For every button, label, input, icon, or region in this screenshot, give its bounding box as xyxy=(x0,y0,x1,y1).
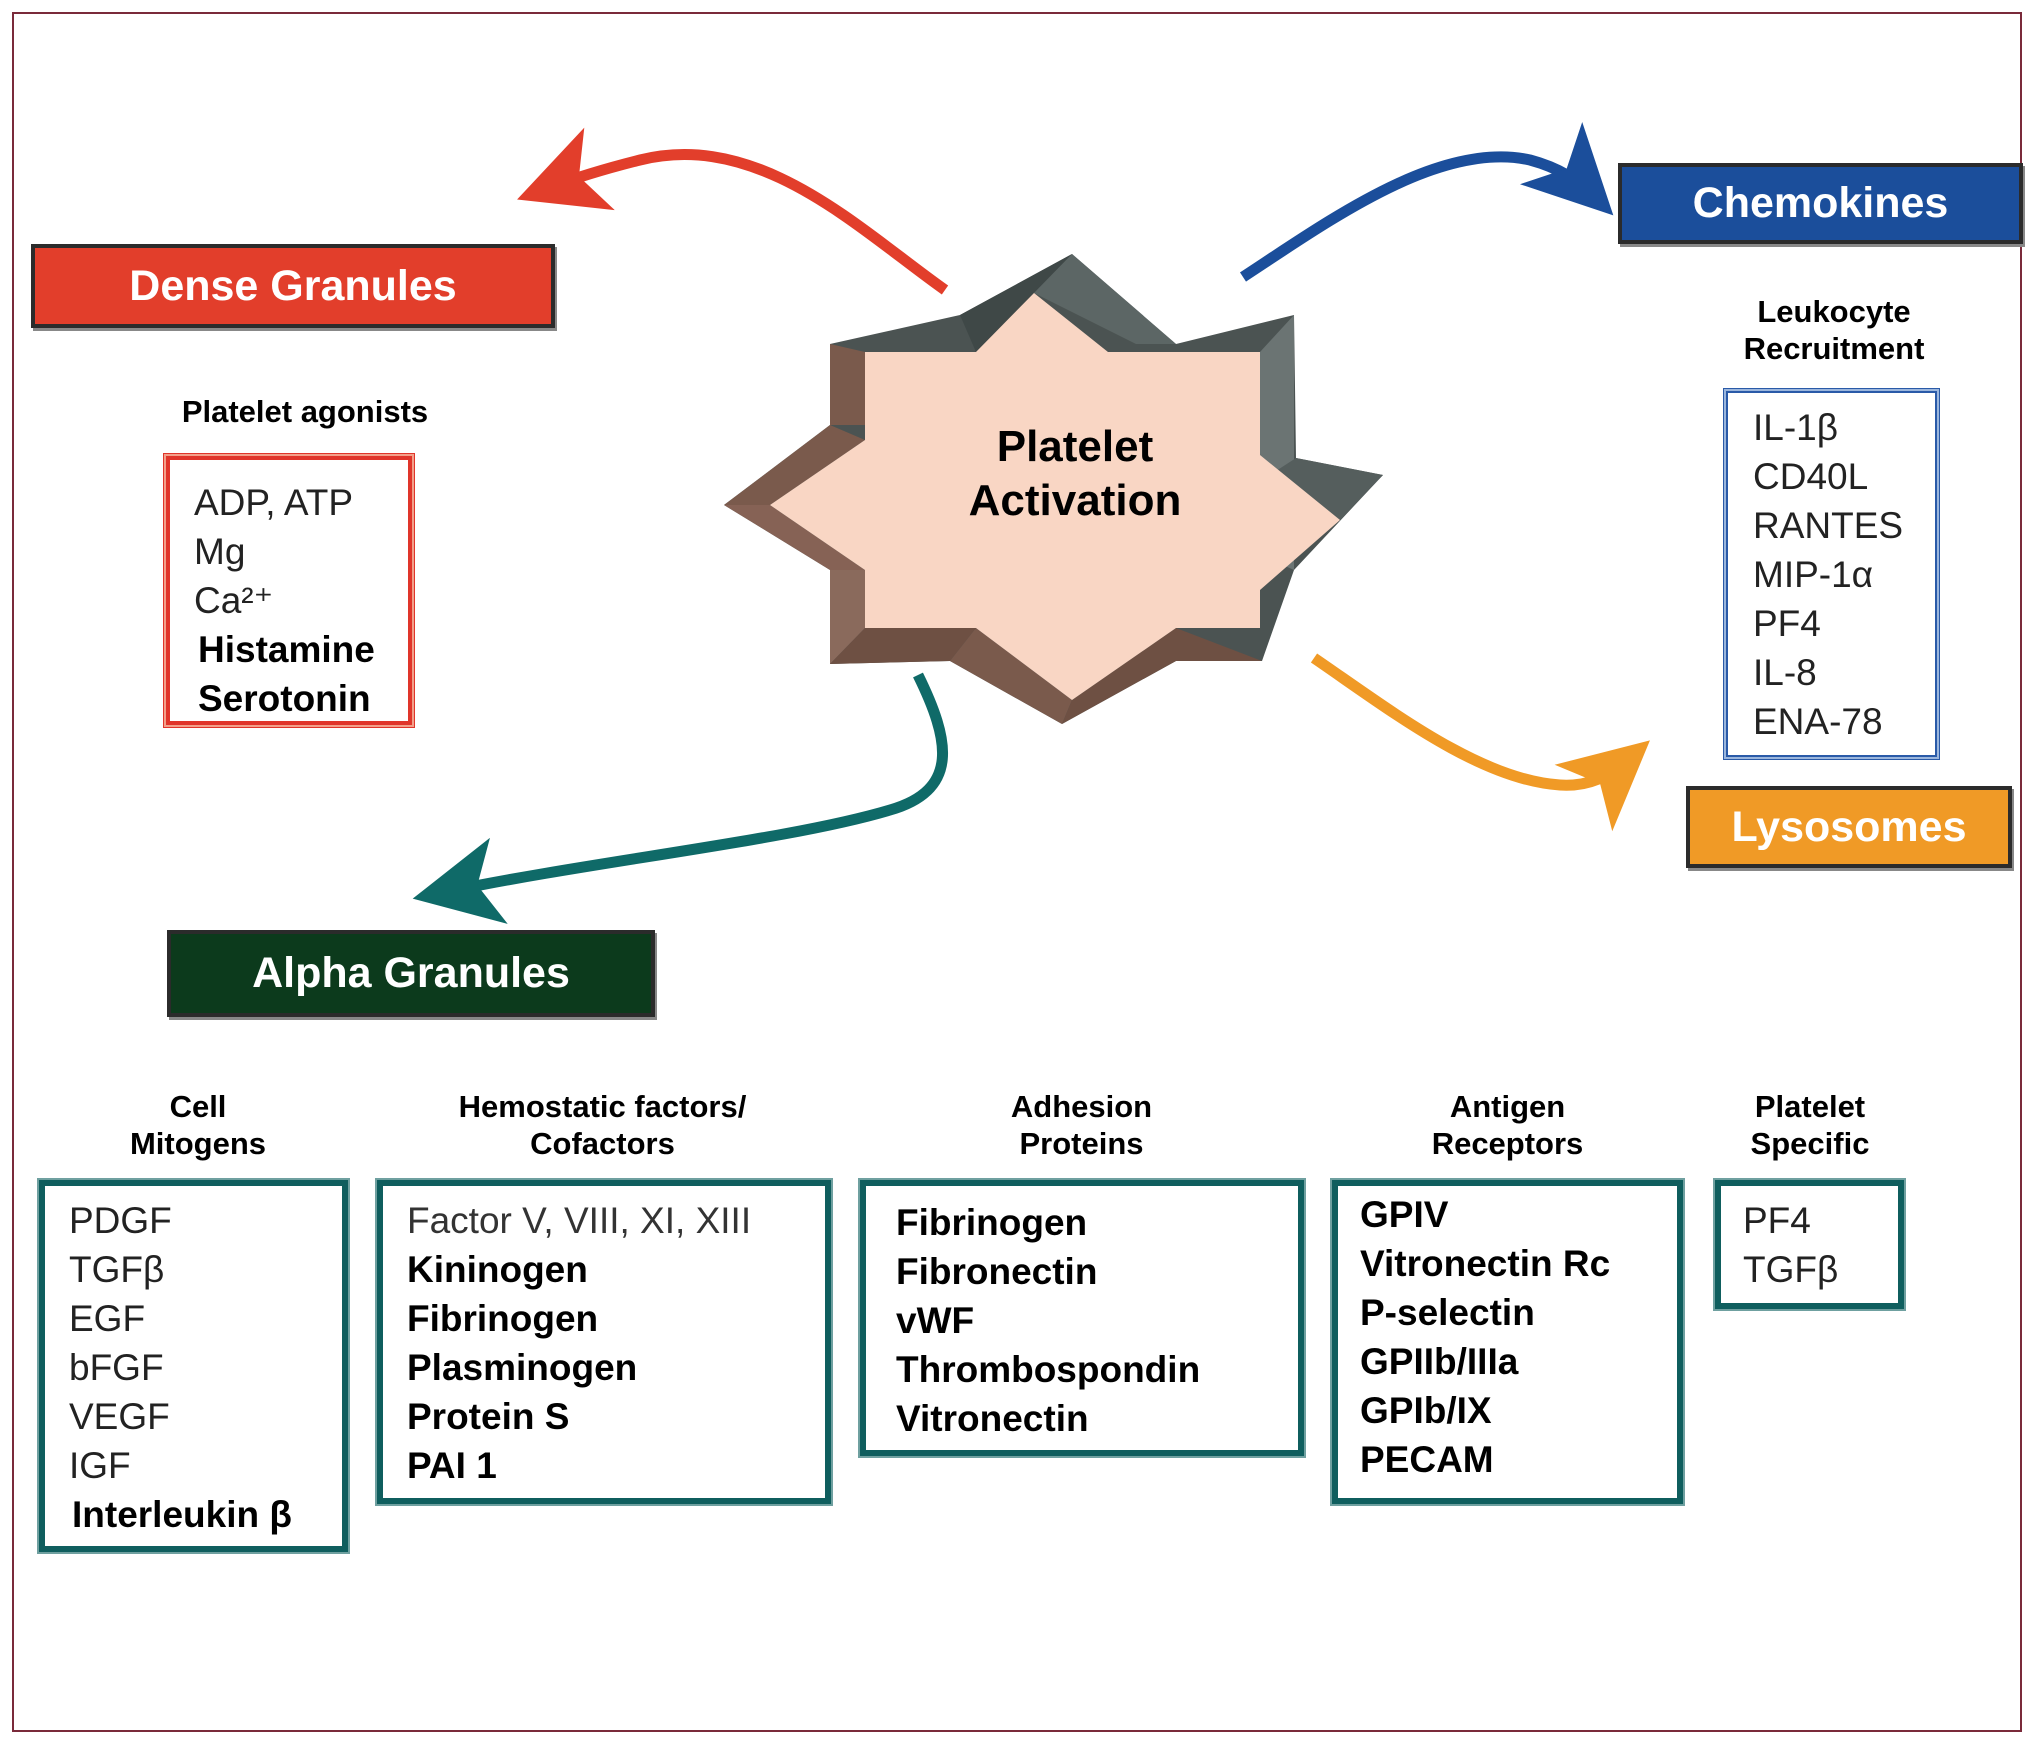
chemokines-title-box: Chemokines xyxy=(1618,163,2023,244)
list-item: Ca²⁺ xyxy=(194,580,274,621)
arrow-to-lysosomes xyxy=(1310,653,1650,832)
list-item: GPIV xyxy=(1360,1194,1449,1235)
list-item: PF4 xyxy=(1753,603,1821,644)
list-item: PF4 xyxy=(1743,1200,1811,1241)
center-label-line1: Platelet xyxy=(996,422,1154,471)
dense-granules-list: ADP, ATP Mg Ca²⁺ Histamine Serotonin xyxy=(163,453,415,728)
platelet-agonists-label: Platelet agonists xyxy=(150,393,460,430)
platelet-specific-list: PF4 TGFβ xyxy=(1713,1178,1906,1311)
list-item: Interleukin β xyxy=(72,1494,292,1535)
chemokines-title: Chemokines xyxy=(1692,179,1949,227)
group-label-line2: Specific xyxy=(1750,1126,1870,1161)
group-label-line1: Hemostatic factors/ xyxy=(458,1089,747,1124)
diagram-frame xyxy=(12,12,2022,1732)
list-item: Serotonin xyxy=(198,678,371,719)
list-item: Vitronectin xyxy=(896,1398,1089,1439)
list-item: RANTES xyxy=(1753,505,1904,546)
list-item: MIP-1α xyxy=(1753,554,1874,595)
dense-granules-title: Dense Granules xyxy=(129,261,457,310)
list-item: TGFβ xyxy=(1743,1249,1839,1290)
group-label-adhesion: Adhesion Proteins xyxy=(858,1088,1305,1162)
group-label-hemostatic: Hemostatic factors/ Cofactors xyxy=(375,1088,830,1162)
leukocyte-recruitment-line2: Recruitment xyxy=(1743,331,1925,366)
list-item: Plasminogen xyxy=(407,1347,638,1388)
group-label-line1: Antigen xyxy=(1449,1089,1566,1124)
adhesion-proteins-list: Fibrinogen Fibronectin vWF Thrombospondi… xyxy=(858,1178,1306,1458)
group-label-line2: Cofactors xyxy=(530,1126,675,1161)
list-item: GPIb/IX xyxy=(1360,1390,1492,1431)
list-item: VEGF xyxy=(69,1396,170,1437)
group-label-antigen: Antigen Receptors xyxy=(1330,1088,1685,1162)
leukocyte-recruitment-line1: Leukocyte xyxy=(1757,294,1911,329)
group-label-platelet-specific: Platelet Specific xyxy=(1715,1088,1905,1162)
arrow-to-alpha-granules xyxy=(412,672,949,924)
list-item: EGF xyxy=(69,1298,146,1339)
list-item: PAI 1 xyxy=(407,1445,497,1486)
group-label-line2: Receptors xyxy=(1431,1126,1584,1161)
arrow-to-chemokines xyxy=(1239,121,1614,282)
antigen-receptors-list: GPIV Vitronectin Rc P-selectin GPIIb/III… xyxy=(1330,1178,1685,1506)
group-label-line1: Adhesion xyxy=(1010,1089,1153,1124)
dense-granules-title-box: Dense Granules xyxy=(31,244,555,328)
list-item: Histamine xyxy=(198,629,375,670)
list-item: Thrombospondin xyxy=(896,1349,1201,1390)
list-item: TGFβ xyxy=(69,1249,165,1290)
group-label-line2: Proteins xyxy=(1019,1126,1144,1161)
list-item: IGF xyxy=(69,1445,131,1486)
group-label-line1: Cell xyxy=(169,1089,227,1124)
list-item: Factor V, VIII, XI, XIII xyxy=(407,1200,752,1241)
list-item: Vitronectin Rc xyxy=(1360,1243,1611,1284)
list-item: GPIIb/IIIa xyxy=(1360,1341,1519,1382)
group-label-line1: Platelet xyxy=(1754,1089,1866,1124)
list-item: vWF xyxy=(896,1300,975,1341)
leukocyte-recruitment-label: Leukocyte Recruitment xyxy=(1700,293,1968,367)
list-item: CD40L xyxy=(1753,456,1869,497)
platelet-agonists-text: Platelet agonists xyxy=(181,394,429,429)
list-item: Fibrinogen xyxy=(407,1298,599,1339)
hemostatic-factors-list: Factor V, VIII, XI, XIII Kininogen Fibri… xyxy=(375,1178,833,1506)
list-item: P-selectin xyxy=(1360,1292,1535,1333)
list-item: bFGF xyxy=(69,1347,164,1388)
lysosomes-title-box: Lysosomes xyxy=(1686,786,2012,868)
list-item: PECAM xyxy=(1360,1439,1494,1480)
list-item: IL-1β xyxy=(1753,407,1839,448)
alpha-granules-title-box: Alpha Granules xyxy=(167,930,655,1017)
center-label-line2: Activation xyxy=(968,476,1182,525)
list-item: ADP, ATP xyxy=(194,482,354,523)
list-item: Kininogen xyxy=(407,1249,588,1290)
chemokines-list: IL-1β CD40L RANTES MIP-1α PF4 IL-8 ENA-7… xyxy=(1723,388,1940,760)
list-item: Mg xyxy=(194,531,246,572)
list-item: Protein S xyxy=(407,1396,570,1437)
list-item: IL-8 xyxy=(1753,652,1817,693)
alpha-granules-title: Alpha Granules xyxy=(252,949,570,997)
list-item: Fibronectin xyxy=(896,1251,1098,1292)
list-item: PDGF xyxy=(69,1200,172,1241)
arrow-to-dense-granules xyxy=(517,127,949,295)
list-item: ENA-78 xyxy=(1753,701,1883,742)
lysosomes-title: Lysosomes xyxy=(1731,802,1967,851)
group-label-line2: Mitogens xyxy=(129,1126,267,1161)
platelet-activation-star xyxy=(724,254,1383,724)
center-label: Platelet Activation xyxy=(900,420,1250,528)
cell-mitogens-list: PDGF TGFβ EGF bFGF VEGF IGF Interleukin … xyxy=(37,1178,350,1554)
list-item: Fibrinogen xyxy=(896,1202,1088,1243)
group-label-cell-mitogens: Cell Mitogens xyxy=(38,1088,358,1162)
